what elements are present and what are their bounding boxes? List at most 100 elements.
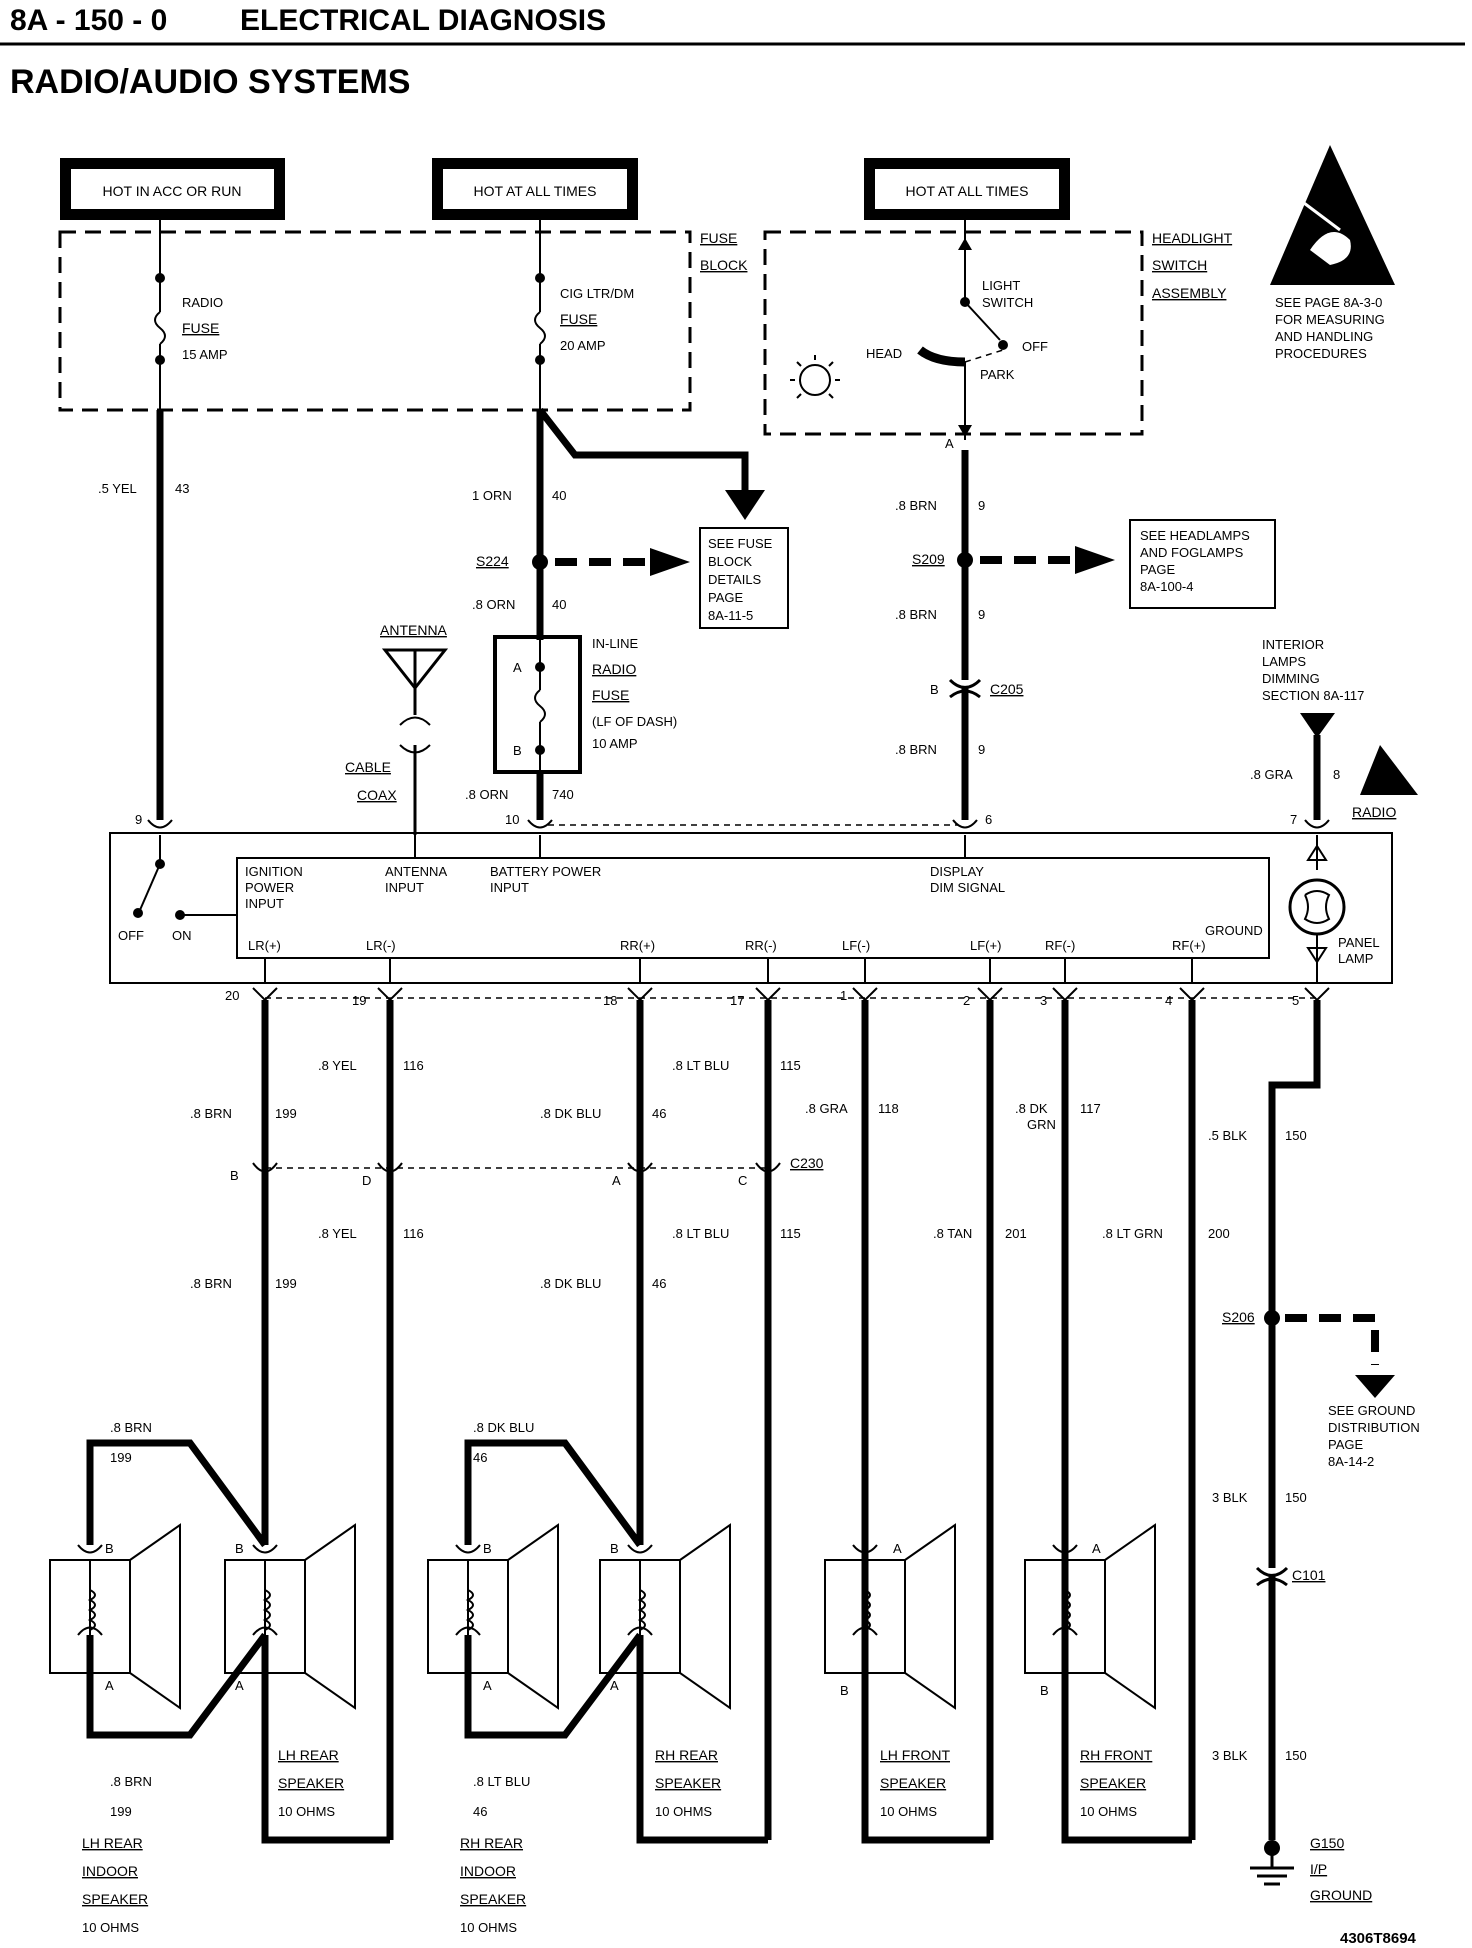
spk5-pin-top: A — [893, 1541, 902, 1556]
ant-input-label-1: ANTENNA — [385, 864, 447, 879]
spk5-label-3: 10 OHMS — [880, 1804, 937, 1819]
light-switch-label-1: LIGHT — [982, 278, 1020, 293]
pin-6: 6 — [985, 812, 992, 827]
cig-ltr-fuse: CIG LTR/DM FUSE 20 AMP — [534, 220, 634, 410]
wire-blk-150c-gauge: 3 BLK — [1212, 1748, 1248, 1763]
spk3-label-1: RH REAR — [460, 1835, 523, 1851]
wire-blk-150b-gauge: 3 BLK — [1212, 1490, 1248, 1505]
wire-orn-740-circuit: 740 — [552, 787, 574, 802]
wire-yel-116a-gauge: .8 YEL — [318, 1058, 357, 1073]
off-label: OFF — [1022, 339, 1048, 354]
out-rf-plus: RF(+) — [1172, 938, 1206, 953]
spk3-pin-top: B — [483, 1541, 492, 1556]
spk1-pin-bottom: A — [105, 1678, 114, 1693]
splice-s206: S206 — [1222, 1309, 1255, 1325]
fuse-block-label-1: FUSE — [700, 230, 737, 246]
radio-off-label: OFF — [118, 928, 144, 943]
power-box-all-times-2: HOT AT ALL TIMES — [864, 158, 1070, 220]
spk1-label-1: LH REAR — [82, 1835, 143, 1851]
see-ground-4: 8A-14-2 — [1328, 1454, 1374, 1469]
wire-ltblu-115b-circuit: 115 — [780, 1226, 801, 1241]
spk1-label-2: INDOOR — [82, 1863, 138, 1879]
c230-pin-d: D — [362, 1173, 371, 1188]
esd-note-4: PROCEDURES — [1275, 346, 1367, 361]
ign-label-1: IGNITION — [245, 864, 303, 879]
headlight-switch-conn-a: A — [945, 436, 954, 451]
out-rr-plus: RR(+) — [620, 938, 655, 953]
see-fuse-5: 8A-11-5 — [708, 608, 753, 623]
speaker-rh-rear-indoor: B A RH REAR INDOOR SPEAKER 10 OHMS — [427, 1523, 559, 1935]
pin-9: 9 — [135, 812, 142, 827]
see-fuse-2: BLOCK — [708, 554, 752, 569]
out-lr-minus: LR(-) — [366, 938, 396, 953]
cig-fuse-label-3: 20 AMP — [560, 338, 606, 353]
headlamp-icon — [790, 355, 840, 399]
wire-gra-8-circuit: 8 — [1333, 767, 1340, 782]
inline-fuse-label-4: (LF OF DASH) — [592, 714, 677, 729]
wire-brn-199b-circuit: 199 — [275, 1276, 297, 1291]
pin-4: 4 — [1165, 993, 1172, 1008]
page-code: 8A - 150 - 0 — [10, 4, 167, 37]
ground-label-text: GROUND — [1310, 1887, 1372, 1903]
headlight-switch-label-3: ASSEMBLY — [1152, 285, 1227, 301]
see-fuse-1: SEE FUSE — [708, 536, 773, 551]
headlight-switch-label-1: HEADLIGHT — [1152, 230, 1233, 246]
connector-c101: C101 — [1292, 1567, 1326, 1583]
see-headlamps-box: SEE HEADLAMPS AND FOGLAMPS PAGE 8A-100-4 — [1129, 519, 1276, 609]
wire-dkgrn-117-gauge-1: .8 DK — [1015, 1101, 1048, 1116]
c205-pin-b: B — [930, 682, 939, 697]
spk4-pin-bottom: A — [610, 1678, 619, 1693]
c230-pin-c: C — [738, 1173, 747, 1188]
esd-note-2: FOR MEASURING — [1275, 312, 1385, 327]
see-headlamps-1: SEE HEADLAMPS — [1140, 528, 1250, 543]
figure-id: 4306T8694 — [1340, 1930, 1417, 1947]
see-ground-2: DISTRIBUTION — [1328, 1420, 1420, 1435]
spk5-label-1: LH FRONT — [880, 1747, 950, 1763]
wire-ltgrn-200-gauge: .8 LT GRN — [1102, 1226, 1163, 1241]
wire-dkgrn-117-circuit: 117 — [1080, 1101, 1101, 1116]
ground-ip: I/P — [1310, 1861, 1327, 1877]
wire-dkgrn-117-gauge-2: GRN — [1027, 1117, 1056, 1132]
wire-orn-40a-circuit: 40 — [552, 488, 566, 503]
ign-label-2: POWER — [245, 880, 294, 895]
fuse-block: FUSE BLOCK — [58, 230, 748, 412]
spk3-label-2: INDOOR — [460, 1863, 516, 1879]
esd-note-1: SEE PAGE 8A-3-0 — [1275, 295, 1382, 310]
wire-brn-9c-circuit: 9 — [978, 742, 985, 757]
wire-ltblu-46-circuit: 46 — [473, 1804, 487, 1819]
wire-brn-199c-circuit: 199 — [110, 1450, 132, 1465]
spk6-pin-bottom: B — [1040, 1683, 1049, 1698]
wire-brn-9a-circuit: 9 — [978, 498, 985, 513]
wire-dkblu-46b-circuit: 46 — [652, 1276, 666, 1291]
headlight-switch-assembly: HEADLIGHT SWITCH ASSEMBLY LIGHT SWITCH O… — [763, 220, 1233, 440]
page-header: 8A - 150 - 0 ELECTRICAL DIAGNOSIS RADIO/… — [0, 4, 1465, 101]
inline-fuse-label-1: IN-LINE — [592, 636, 639, 651]
antenna: ANTENNA CABLE COAX — [345, 622, 449, 835]
pin-17: 17 — [730, 993, 744, 1008]
bat-input-label-1: BATTERY POWER — [490, 864, 601, 879]
radio-fuse-label-3: 15 AMP — [182, 347, 228, 362]
ground-g150: G150 — [1310, 1835, 1344, 1851]
power-box-all-times-1-label: HOT AT ALL TIMES — [474, 183, 597, 199]
see-fuse-block-box: SEE FUSE BLOCK DETAILS PAGE 8A-11-5 — [699, 527, 789, 629]
ground-icon — [1250, 1848, 1294, 1886]
out-lf-plus: LF(+) — [970, 938, 1001, 953]
wire-ltblu-115b-gauge: .8 LT BLU — [672, 1226, 729, 1241]
display-dim-label-2: DIM SIGNAL — [930, 880, 1005, 895]
ground-label: GROUND — [1205, 923, 1263, 938]
spk2-label-2: SPEAKER — [278, 1775, 344, 1791]
spk6-label-1: RH FRONT — [1080, 1747, 1153, 1763]
spk6-label-2: SPEAKER — [1080, 1775, 1146, 1791]
wire-brn-9c-gauge: .8 BRN — [895, 742, 937, 757]
wire-orn-40a-gauge: 1 ORN — [472, 488, 512, 503]
interior-lamps-2: LAMPS — [1262, 654, 1306, 669]
wire-brn-199d-circuit: 199 — [110, 1804, 132, 1819]
inline-fuse-label-3: FUSE — [592, 687, 629, 703]
see-headlamps-2: AND FOGLAMPS — [1140, 545, 1244, 560]
spk6-pin-top: A — [1092, 1541, 1101, 1556]
pin-10: 10 — [505, 812, 519, 827]
spk4-label-3: 10 OHMS — [655, 1804, 712, 1819]
bat-input-label-2: INPUT — [490, 880, 529, 895]
see-fuse-3: DETAILS — [708, 572, 762, 587]
interior-lamps-dimming: INTERIOR LAMPS DIMMING SECTION 8A-117 .8… — [1250, 637, 1418, 820]
